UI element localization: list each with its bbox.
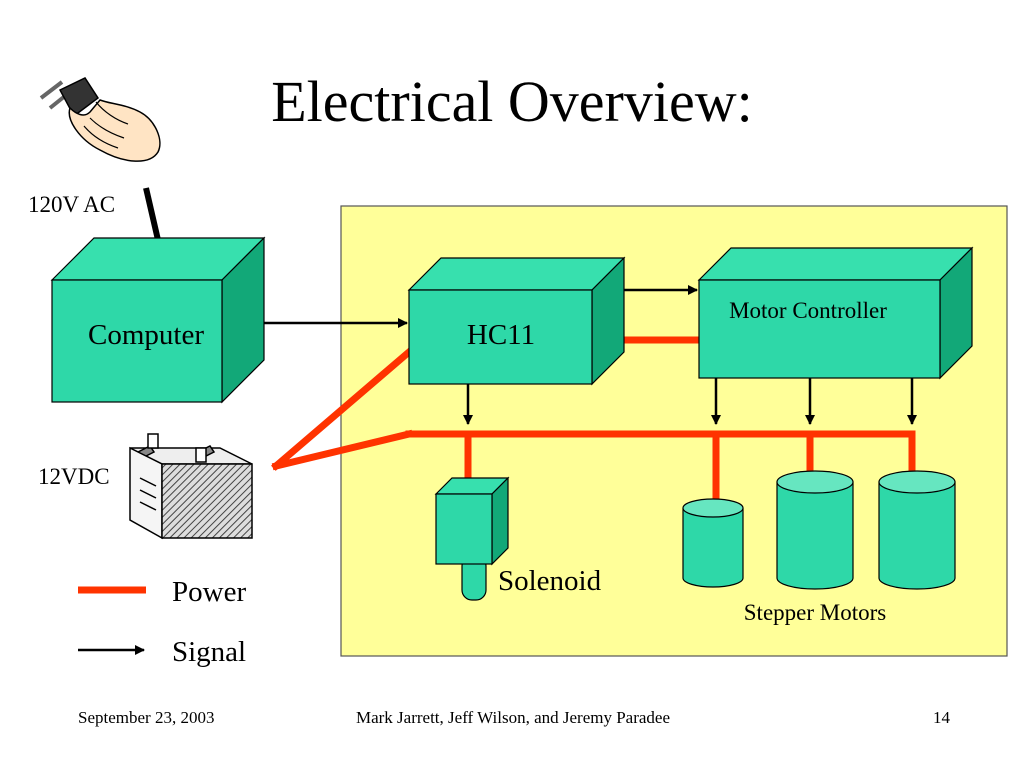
signal-lines <box>249 285 917 425</box>
stepper-motors-label: Stepper Motors <box>744 600 887 625</box>
solenoid-icon <box>434 476 510 601</box>
slide-title: Electrical Overview: <box>271 69 753 134</box>
dc-label: 12VDC <box>38 464 110 489</box>
computer-box <box>50 236 266 404</box>
legend-signal-label: Signal <box>172 636 246 668</box>
footer-page-number: 14 <box>933 708 950 727</box>
stepper-motor-3 <box>878 470 956 590</box>
stepper-motor-1 <box>682 498 744 588</box>
battery-icon <box>129 433 253 540</box>
power-lines <box>271 336 916 502</box>
ac-label: 120V AC <box>28 192 115 217</box>
motor-controller-label: Motor Controller <box>729 298 887 323</box>
hc11-label: HC11 <box>467 319 535 351</box>
ac-cord <box>143 187 161 241</box>
footer-authors: Mark Jarrett, Jeff Wilson, and Jeremy Pa… <box>355 708 671 727</box>
plug-hand-icon <box>39 77 161 162</box>
hc11-box <box>407 256 626 386</box>
solenoid-label: Solenoid <box>498 565 602 597</box>
legend-power-label: Power <box>172 576 246 608</box>
stepper-motor-2 <box>776 470 854 590</box>
footer-date: September 23, 2003 <box>78 708 215 727</box>
computer-label: Computer <box>88 319 204 351</box>
motor-controller-box <box>697 246 974 380</box>
